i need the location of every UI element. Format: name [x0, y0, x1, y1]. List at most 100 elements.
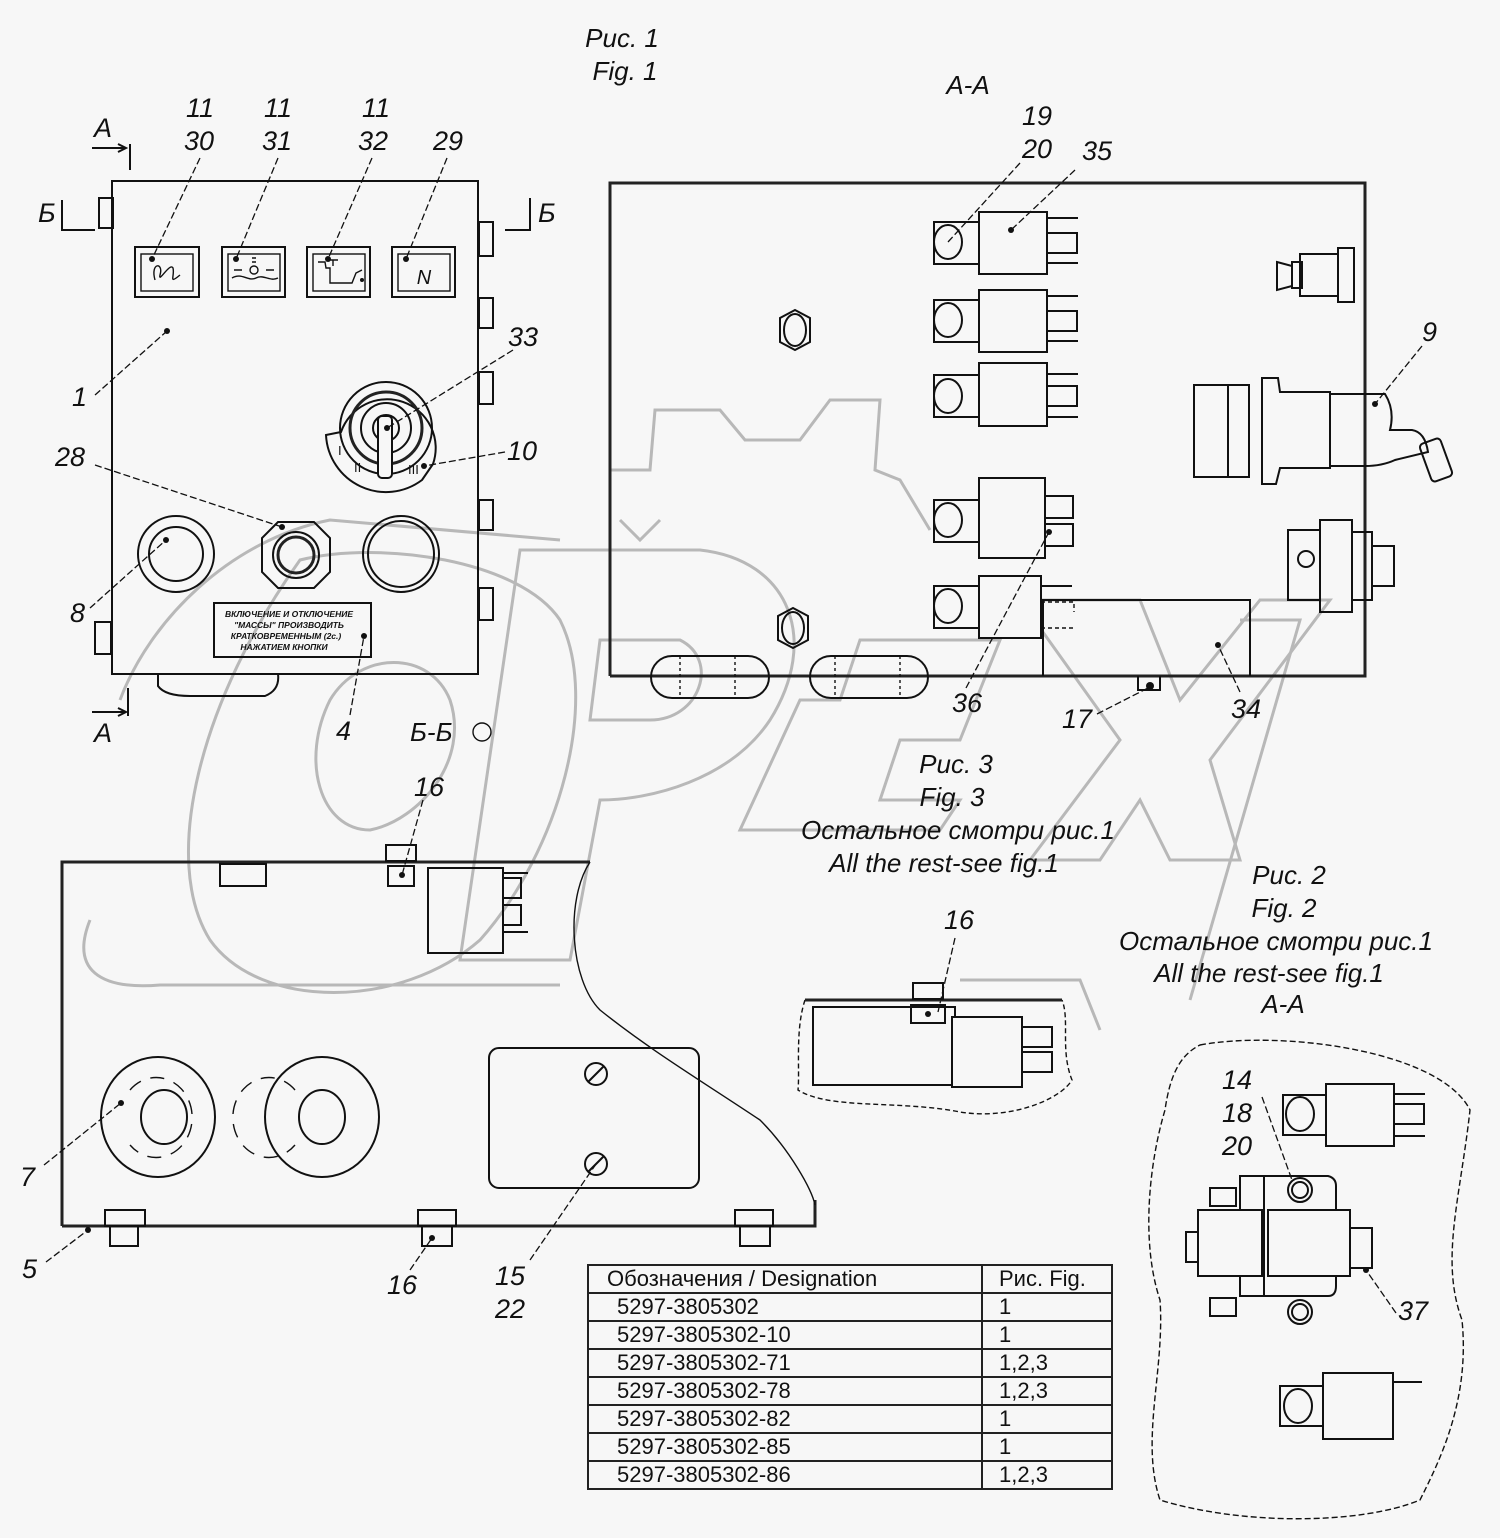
- header-figure: Рис. Fig.: [981, 1264, 1113, 1294]
- callout-11-b: 11: [264, 93, 292, 123]
- view-bb-title: Б-Б: [410, 717, 453, 747]
- callout-14: 14: [1222, 1065, 1252, 1095]
- scale-mark-1: I: [338, 443, 342, 458]
- callout-20-fig2: 20: [1221, 1131, 1252, 1161]
- fig2-note-ru: Остальное смотри рис.1: [1119, 926, 1433, 956]
- section-symbol-circle: [472, 722, 492, 742]
- figure-cell: 1,2,3: [981, 1376, 1113, 1406]
- callout-35: 35: [1082, 136, 1113, 166]
- designation-cell: 5297-3805302-10: [587, 1320, 983, 1350]
- relay-36: [933, 477, 1074, 559]
- fig3-note-ru: Остальное смотри рис.1: [801, 815, 1115, 845]
- hex-nut-lower: [777, 606, 809, 650]
- fig2-title-ru: Рис. 2: [1252, 860, 1326, 890]
- indicator-lamp-3: [306, 246, 371, 298]
- callout-4: 4: [336, 716, 351, 746]
- figure-cell: 1: [981, 1320, 1113, 1350]
- callout-32: 32: [358, 126, 388, 156]
- fig1-title-ru: Рис. 1: [585, 23, 659, 53]
- designation-cell: 5297-3805302-85: [587, 1432, 983, 1462]
- connector-top: [1276, 247, 1355, 303]
- callout-11-c: 11: [362, 93, 390, 123]
- designation-cell: 5297-3805302-82: [587, 1404, 983, 1434]
- fig2-title-en: Fig. 2: [1251, 893, 1317, 923]
- callout-29: 29: [432, 126, 463, 156]
- connector-lower: [1287, 519, 1395, 613]
- fig3: Рис. 3 Fig. 3 Остальное смотри рис.1 All…: [797, 749, 1115, 1115]
- figure-cell: 1: [981, 1404, 1113, 1434]
- svg-text:КРАТКОВРЕМЕННЫМ (2с.): КРАТКОВРЕМЕННЫМ (2с.): [231, 631, 342, 641]
- mass-button-2: [362, 515, 440, 593]
- fig1-front-view: А Б Б А: [38, 93, 556, 748]
- callout-16-bottom: 16: [387, 1270, 418, 1300]
- figure-cell: 1: [981, 1292, 1113, 1322]
- svg-text:"МАССЫ" ПРОИЗВОДИТЬ: "МАССЫ" ПРОИЗВОДИТЬ: [234, 620, 344, 630]
- designation-cell: 5297-3805302-71: [587, 1348, 983, 1378]
- callout-18: 18: [1222, 1098, 1252, 1128]
- callout-8: 8: [70, 598, 85, 628]
- cover-7: [100, 1056, 216, 1178]
- callout-11-a: 11: [186, 93, 214, 123]
- section-a-top-label: А: [92, 113, 112, 143]
- coolant-level-icon: [231, 257, 279, 280]
- cover-2: [232, 1056, 380, 1178]
- callout-28: 28: [54, 442, 85, 472]
- callout-19: 19: [1022, 101, 1052, 131]
- callout-16-top: 16: [414, 772, 445, 802]
- view-bb-section: Б-Б: [20, 717, 817, 1324]
- fig3-title-en: Fig. 3: [919, 782, 985, 812]
- housing-front: [111, 180, 479, 675]
- callout-1: 1: [72, 382, 87, 412]
- view-aa-title: А-А: [944, 70, 989, 100]
- indicator-lamp-2: [221, 246, 286, 298]
- callout-16-fig3: 16: [944, 905, 975, 935]
- fig3-note-en: All the rest-see fig.1: [827, 848, 1059, 878]
- hex-nut-upper: [779, 308, 811, 352]
- mass-button-nut: [261, 521, 331, 589]
- callout-7: 7: [20, 1162, 36, 1192]
- scale-mark-2: II: [354, 460, 361, 475]
- section-b-right-label: Б: [538, 198, 556, 228]
- svg-text:НАЖАТИЕМ КНОПКИ: НАЖАТИЕМ КНОПКИ: [240, 642, 328, 652]
- relay-3: [933, 362, 1078, 427]
- fig1-title-en: Fig. 1: [592, 56, 657, 86]
- callout-15: 15: [495, 1261, 526, 1291]
- figure-cell: 1,2,3: [981, 1348, 1113, 1378]
- warning-plate: ВКЛЮЧЕНИЕ И ОТКЛЮЧЕНИЕ "МАССЫ" ПРОИЗВОДИ…: [213, 602, 372, 658]
- relay-2: [933, 289, 1078, 353]
- relay-5: [933, 575, 1075, 639]
- watermark-opex: [82, 398, 1333, 1031]
- glow-plug-icon: [153, 265, 181, 281]
- callout-5: 5: [22, 1254, 38, 1284]
- oil-pressure-icon: [318, 259, 363, 284]
- mass-switch-9: [1193, 377, 1454, 485]
- callout-17: 17: [1062, 704, 1093, 734]
- callout-31: 31: [262, 126, 292, 156]
- fig2-view-label: А-А: [1259, 989, 1304, 1019]
- callout-22: 22: [494, 1294, 525, 1324]
- fig2-note-en: All the rest-see fig.1: [1152, 958, 1384, 988]
- header-designation: Обозначения / Designation: [587, 1264, 983, 1294]
- designation-table: Обозначения / Designation Рис. Fig. 5297…: [587, 1264, 1113, 1490]
- svg-text:ВКЛЮЧЕНИЕ И ОТКЛЮЧЕНИЕ: ВКЛЮЧЕНИЕ И ОТКЛЮЧЕНИЕ: [225, 609, 353, 619]
- fig2: Рис. 2 Fig. 2 Остальное смотри рис.1 All…: [1119, 860, 1471, 1520]
- scale-mark-3: III: [408, 462, 419, 477]
- designation-cell: 5297-3805302-78: [587, 1376, 983, 1406]
- rotary-switch: I II III: [324, 381, 437, 494]
- callout-10: 10: [507, 436, 537, 466]
- callout-34: 34: [1231, 694, 1261, 724]
- screw-upper: [584, 1062, 608, 1086]
- designation-cell: 5297-3805302-86: [587, 1460, 983, 1490]
- mass-button-1: [137, 515, 215, 593]
- designation-cell: 5297-3805302: [587, 1292, 983, 1322]
- relay-row: [933, 211, 1078, 639]
- figure-cell: 1: [981, 1432, 1113, 1462]
- callout-20: 20: [1021, 134, 1052, 164]
